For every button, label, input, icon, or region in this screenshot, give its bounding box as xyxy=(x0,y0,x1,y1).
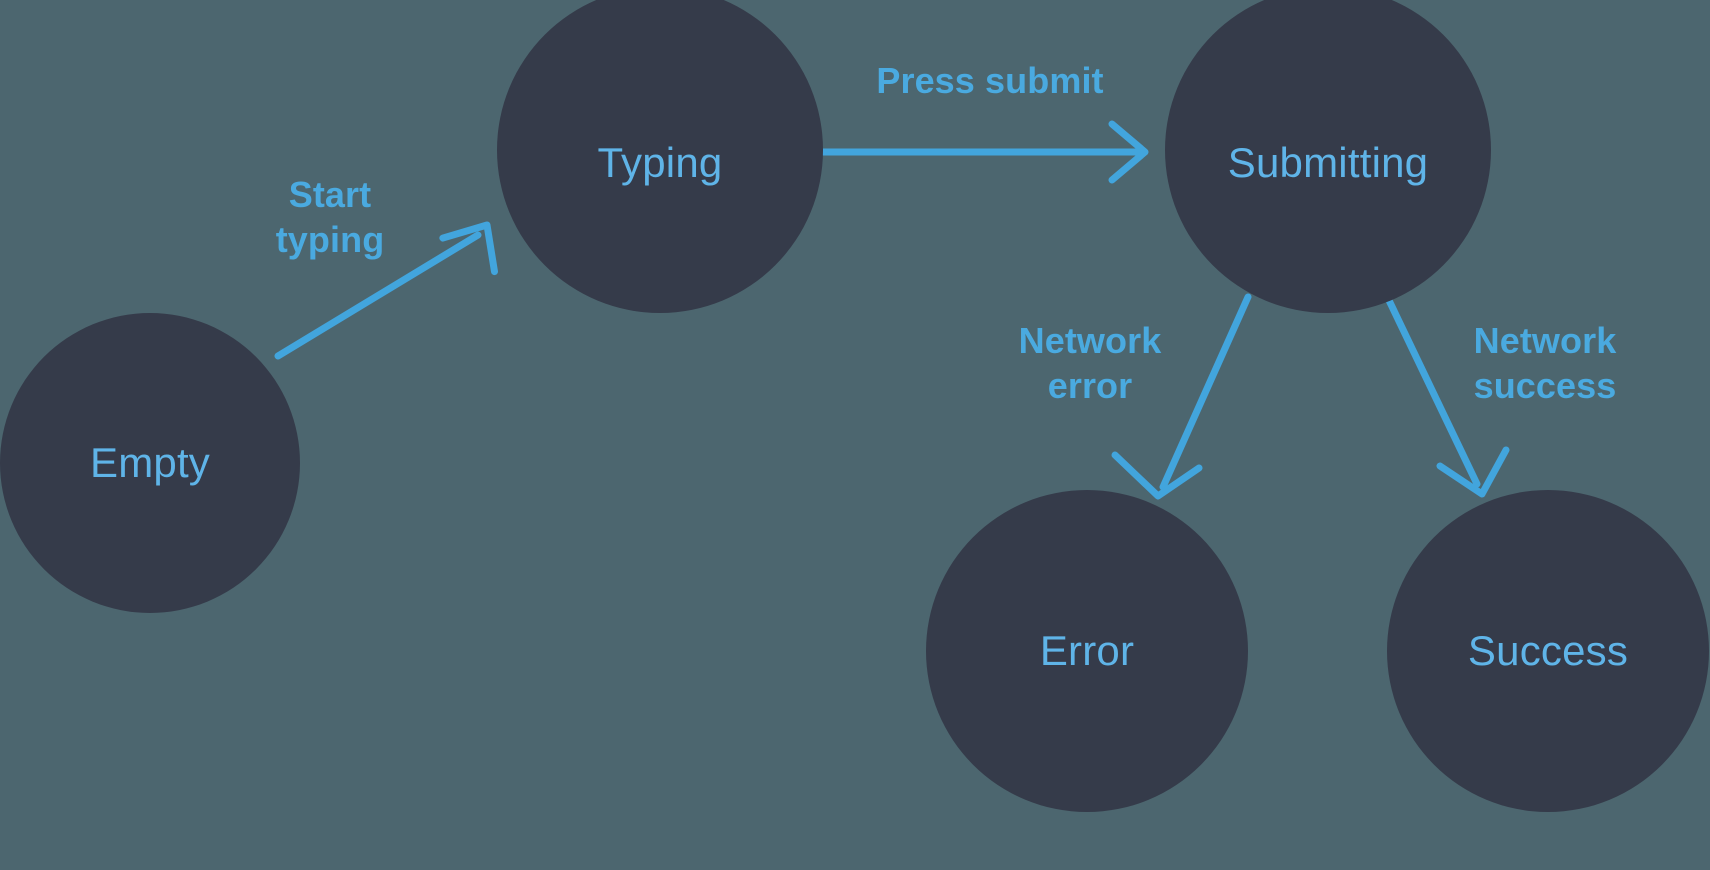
arrowhead-press-submit xyxy=(1108,120,1149,184)
state-node-empty[interactable]: Empty xyxy=(0,313,300,613)
edge-line-start-typing xyxy=(274,231,482,360)
state-label-success: Success xyxy=(1467,627,1629,674)
edge-line-network-error xyxy=(1159,293,1252,491)
edge-label-network-error: Network error xyxy=(1018,320,1162,407)
edge-line-network-success xyxy=(1381,288,1481,488)
edge-label-press-submit: Press submit xyxy=(876,60,1104,101)
state-node-typing[interactable]: Typing xyxy=(497,0,823,313)
edge-start-typing xyxy=(274,221,498,360)
edge-network-success xyxy=(1381,288,1510,498)
state-label-error: Error xyxy=(1039,627,1135,674)
edge-label-start-typing: Start typing xyxy=(275,174,385,261)
arrowhead-network-error xyxy=(1111,451,1203,500)
edge-network-error xyxy=(1111,293,1252,500)
state-label-empty: Empty xyxy=(89,439,211,486)
state-label-typing: Typing xyxy=(597,139,723,186)
state-node-submitting[interactable]: Submitting xyxy=(1165,0,1491,313)
state-node-success[interactable]: Success xyxy=(1387,490,1709,812)
state-label-submitting: Submitting xyxy=(1227,139,1429,186)
arrowhead-network-success xyxy=(1436,446,1510,498)
state-node-error[interactable]: Error xyxy=(926,490,1248,812)
arrowhead-start-typing xyxy=(439,221,498,276)
edge-label-network-success: Network success xyxy=(1473,320,1617,407)
edge-press-submit xyxy=(759,120,1149,184)
